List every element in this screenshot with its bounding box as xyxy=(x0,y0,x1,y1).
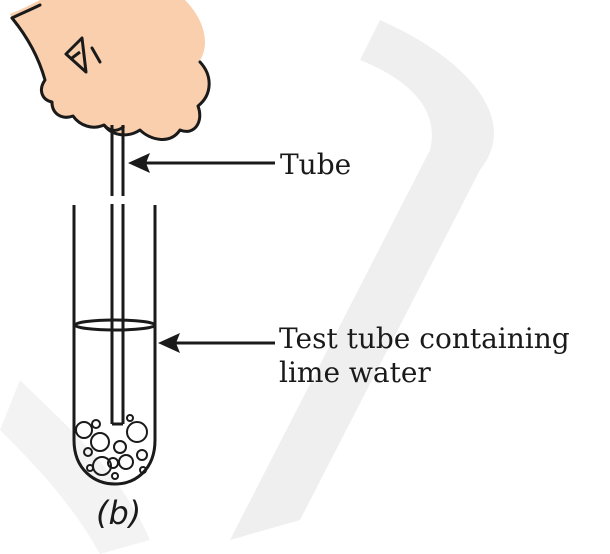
bubbles xyxy=(75,414,148,480)
test-tube-label-line1: Test tube containing xyxy=(279,322,570,355)
bubble xyxy=(139,466,147,474)
bubble xyxy=(83,447,93,457)
bubble xyxy=(91,419,101,429)
face-shape xyxy=(10,0,210,140)
nose-line xyxy=(10,3,42,20)
figure-caption: (b) xyxy=(96,494,142,532)
bubble xyxy=(118,454,134,470)
tube-arrow-head xyxy=(128,153,150,173)
bubble xyxy=(126,414,134,422)
watermark-shape xyxy=(230,20,494,540)
face-outline xyxy=(10,16,211,141)
bubble xyxy=(75,421,93,439)
test-tube-outline xyxy=(72,205,157,486)
bubble xyxy=(86,464,94,472)
lime-water-surface xyxy=(73,318,157,332)
bubble xyxy=(113,440,127,454)
bubble xyxy=(90,432,110,452)
test-tube-label-line2: lime water xyxy=(279,356,431,389)
bubble xyxy=(111,472,119,480)
eye-icon xyxy=(64,36,88,74)
bubble xyxy=(107,457,119,469)
test-tube-arrow-head xyxy=(158,333,180,353)
bubble xyxy=(126,421,148,443)
watermark-shape-2 xyxy=(0,380,150,554)
eyebrow-line xyxy=(90,46,102,64)
tube-label: Tube xyxy=(280,148,352,181)
bubble xyxy=(136,449,148,461)
